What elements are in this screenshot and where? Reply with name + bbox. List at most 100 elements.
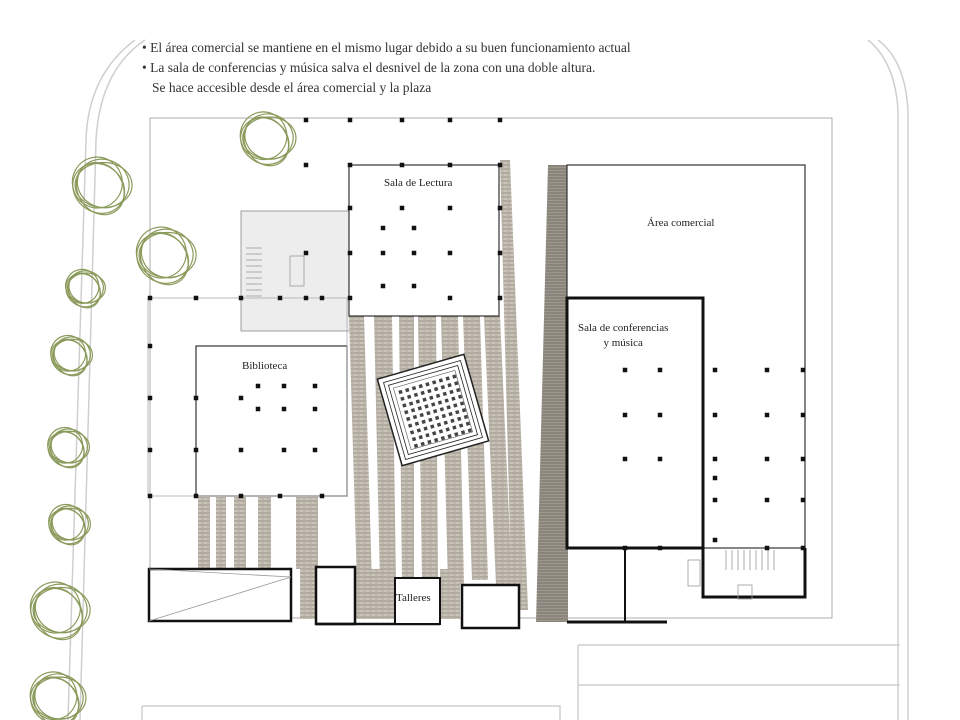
pavilion-grid-cell	[440, 384, 445, 390]
tree	[71, 156, 133, 216]
biblioteca-block	[195, 345, 348, 497]
pavilion-grid-cell	[425, 433, 430, 438]
pavilion-grid-cell	[438, 378, 444, 383]
pavilion-grid-cell	[461, 408, 467, 413]
column-dot	[622, 367, 628, 373]
pavilion-grid-cell	[436, 422, 442, 427]
pavilion-grid-cell	[432, 431, 437, 436]
pavilion-grid-cell	[447, 383, 452, 388]
column-dot	[380, 225, 386, 231]
column-dot	[147, 343, 153, 349]
column-dot	[764, 412, 770, 418]
pavilion-grid-cell	[451, 396, 456, 401]
column-dot	[303, 117, 309, 123]
note-area-comercial: • El área comercial se mantiene en el mi…	[142, 40, 631, 55]
column-dot	[800, 412, 806, 418]
column-dot	[447, 205, 453, 211]
pavilion-grid-cell	[439, 407, 445, 412]
column-dot	[657, 412, 663, 418]
column-dot	[347, 162, 353, 168]
pavilion-grid-cell	[420, 441, 425, 447]
pavilion-grid-cell	[425, 382, 430, 387]
column-dot	[447, 117, 453, 123]
pavilion-grid-cell	[407, 394, 412, 399]
pavilion-grid-cell	[445, 376, 450, 381]
pavilion-grid-cell	[457, 394, 463, 399]
pavilion-grid-cell	[402, 403, 407, 408]
pavilion-grid-cell	[460, 430, 466, 435]
pavilion-grid-cell	[454, 381, 459, 386]
pavilion-grid-cell	[433, 437, 439, 443]
column-dot	[277, 295, 283, 301]
pavilion-grid-cell	[448, 411, 453, 417]
column-dot	[712, 537, 718, 543]
note-accesible: Se hace accesible desde el área comercia…	[152, 80, 432, 95]
pavilion-grid-cell	[398, 389, 403, 395]
column-dot	[497, 162, 503, 168]
column-dot	[303, 250, 309, 256]
label-area-comercial: Área comercial	[647, 217, 715, 229]
pavilion-grid-cell	[404, 410, 409, 415]
column-dot	[411, 283, 417, 289]
pavilion-grid-cell	[447, 434, 452, 439]
pavilion-grid-cell	[427, 439, 432, 445]
pavilion-grid-cell	[452, 425, 457, 430]
column-dot	[764, 545, 770, 551]
pavilion-grid-cell	[411, 436, 417, 442]
pavilion-grid-cell	[467, 428, 472, 433]
pavilion-grid-cell	[406, 416, 411, 422]
note-sala-conferencias: • La sala de conferencias y música salva…	[142, 60, 596, 75]
pavilion-grid-cell	[450, 418, 455, 423]
label-sala-conferencias-line1: Sala de conferencias	[578, 322, 669, 334]
tree	[48, 503, 92, 546]
label-sala-conferencias-line2: y música	[603, 337, 643, 349]
pavilion-grid-cell	[453, 403, 458, 408]
column-dot	[147, 447, 153, 453]
column-dot	[800, 456, 806, 462]
pavilion-grid-cell	[445, 427, 450, 432]
column-dot	[411, 225, 417, 231]
pavilion-grid-cell	[427, 388, 432, 394]
column-dot	[303, 295, 309, 301]
stair-left	[246, 247, 305, 297]
pavilion-grid-cell	[443, 420, 448, 425]
column-dot	[238, 447, 244, 453]
site-boundary	[67, 39, 909, 720]
column-dot	[497, 295, 503, 301]
pavilion-grid-cell	[441, 413, 446, 419]
pavilion-grid-cell	[408, 401, 414, 406]
pavilion-grid-cell	[410, 408, 416, 413]
column-dot	[399, 162, 405, 168]
column-dot	[277, 493, 283, 499]
column-dot	[347, 205, 353, 211]
pavilion-grid-cell	[465, 421, 471, 426]
column-dot	[800, 497, 806, 503]
pavilion-grid-cell	[426, 410, 431, 416]
pavilion-grid-cell	[440, 435, 446, 441]
column-dot	[193, 295, 199, 301]
column-dot	[497, 250, 503, 256]
pavilion-grid-cell	[421, 419, 426, 424]
area-comercial-block	[566, 164, 806, 549]
structural-columns	[147, 117, 806, 551]
column-dot	[255, 383, 261, 389]
design-notes: • El área comercial se mantiene en el mi…	[142, 38, 631, 98]
pavilion-grid-cell	[420, 390, 425, 396]
label-biblioteca: Biblioteca	[242, 360, 288, 372]
shaded-annex	[240, 210, 352, 332]
column-dot	[238, 395, 244, 401]
pavilion-grid-cell	[437, 400, 443, 405]
pavilion-grid-cell	[430, 424, 435, 429]
pavilion-grid-cell	[456, 387, 461, 393]
pavilion-grid-cell	[431, 402, 436, 407]
pavilion-grid-cell	[429, 395, 434, 400]
column-dot	[657, 367, 663, 373]
pavilion-grid-cell	[424, 404, 429, 409]
tree	[47, 426, 91, 469]
pavilion-grid-cell	[432, 380, 437, 385]
column-dot	[380, 283, 386, 289]
column-dot	[147, 295, 153, 301]
pavilion-grid-cell	[433, 409, 438, 414]
pavilion	[376, 353, 490, 467]
